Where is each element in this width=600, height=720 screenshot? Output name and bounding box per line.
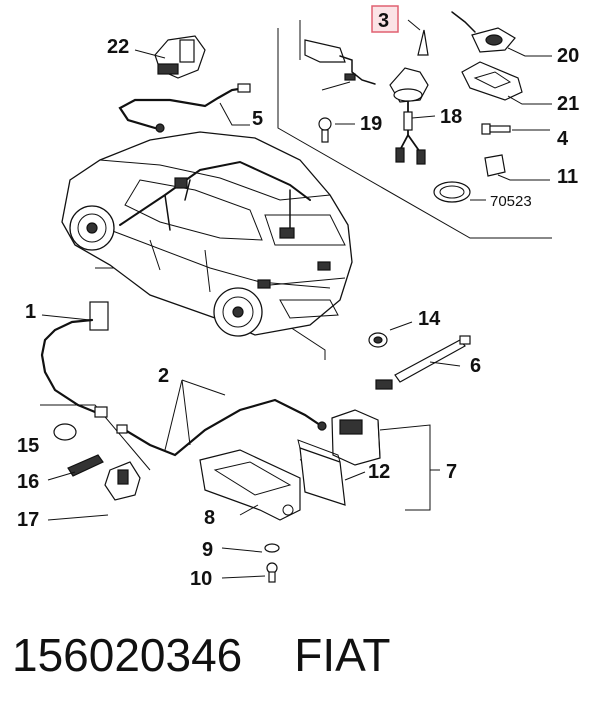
part-21-bracket [461, 61, 552, 105]
callout-8: 8 [204, 507, 215, 529]
reference-code: 70523 [490, 193, 532, 210]
callout-10: 10 [190, 568, 212, 590]
callout-14: 14 [418, 308, 441, 330]
part-70523-disc [433, 181, 486, 203]
part-20-antenna-module [451, 11, 552, 57]
part-6-cable [375, 335, 471, 390]
part-5-cable [118, 83, 251, 133]
callout-5: 5 [252, 108, 263, 130]
part-8-tray [199, 449, 301, 521]
brand-name: FIAT [294, 629, 391, 681]
part-3-antenna-mast [407, 19, 429, 56]
callout-20: 20 [557, 45, 579, 67]
part-15-disc [53, 423, 77, 441]
part-11-pad [484, 154, 550, 181]
callout-21: 21 [557, 93, 579, 115]
car-illustration [61, 131, 353, 337]
parts-diagram: 22 5 3 18 19 20 21 4 11 70523 1 14 6 2 1… [17, 5, 579, 590]
part-2-cable [116, 379, 327, 457]
part-12-bracket [297, 439, 366, 506]
part-9-washer [221, 543, 280, 553]
part-18-antenna-base [389, 67, 436, 165]
part-number: 156020346 [12, 629, 243, 681]
callout-19: 19 [360, 113, 382, 135]
part-4-screw [481, 123, 550, 135]
part-16-pad [47, 454, 104, 481]
callout-16: 16 [17, 471, 39, 493]
callout-3-highlight [371, 5, 399, 33]
callout-11: 11 [557, 166, 578, 188]
callout-7: 7 [446, 461, 457, 483]
part-7-module [331, 409, 440, 511]
part-1-cable [40, 301, 109, 418]
callout-18: 18 [440, 106, 462, 128]
part-14-grommet [368, 321, 413, 348]
callout-22: 22 [107, 36, 129, 58]
part-17-clip [47, 461, 141, 521]
callout-4: 4 [557, 128, 569, 150]
callout-3: 3 [378, 10, 389, 32]
callout-2: 2 [158, 365, 169, 387]
callout-9: 9 [202, 539, 213, 561]
callout-1: 1 [25, 301, 36, 323]
part-22-connector [134, 35, 206, 79]
callout-15: 15 [17, 435, 39, 457]
footer: 156020346 FIAT [12, 628, 592, 698]
callout-17: 17 [17, 509, 39, 531]
callout-12: 12 [368, 461, 390, 483]
callout-labels: 22 5 3 18 19 20 21 4 11 70523 1 14 6 2 1… [17, 10, 579, 590]
part-13-bracket [304, 39, 376, 91]
callout-6: 6 [470, 355, 481, 377]
part-19-screw [318, 117, 355, 143]
part-10-screw [221, 562, 278, 583]
